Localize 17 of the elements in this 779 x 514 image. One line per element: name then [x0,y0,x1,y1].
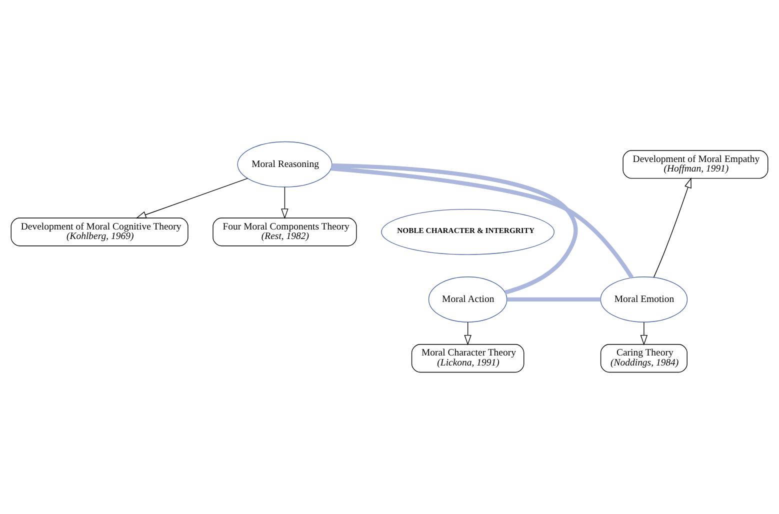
connector [330,166,634,279]
connector [332,163,578,294]
node-box: Development of Moral Cognitive Theory (Kohlberg, 1969) [10,218,188,246]
node-box: Moral Character Theory (Lickona, 1991) [411,344,524,373]
node-ellipse: Moral Reasoning [237,141,332,188]
node-ellipse: Moral Action [428,276,508,322]
node-box: Caring Theory (Noddings, 1984) [600,344,688,373]
arrow [281,186,288,220]
arrow [653,178,692,278]
arrow [464,322,472,346]
arrow [640,322,648,346]
node-box: Four Moral Components Theory (Rest, 1982) [212,218,357,246]
connector [507,297,601,302]
node-box: Development of Moral Empathy (Hoffman, 1991) [622,150,768,179]
node-ellipse: NOBLE CHARACTER & INTERGRITY [381,208,555,255]
node-ellipse: Moral Emotion [600,276,688,322]
arrow [136,178,248,218]
